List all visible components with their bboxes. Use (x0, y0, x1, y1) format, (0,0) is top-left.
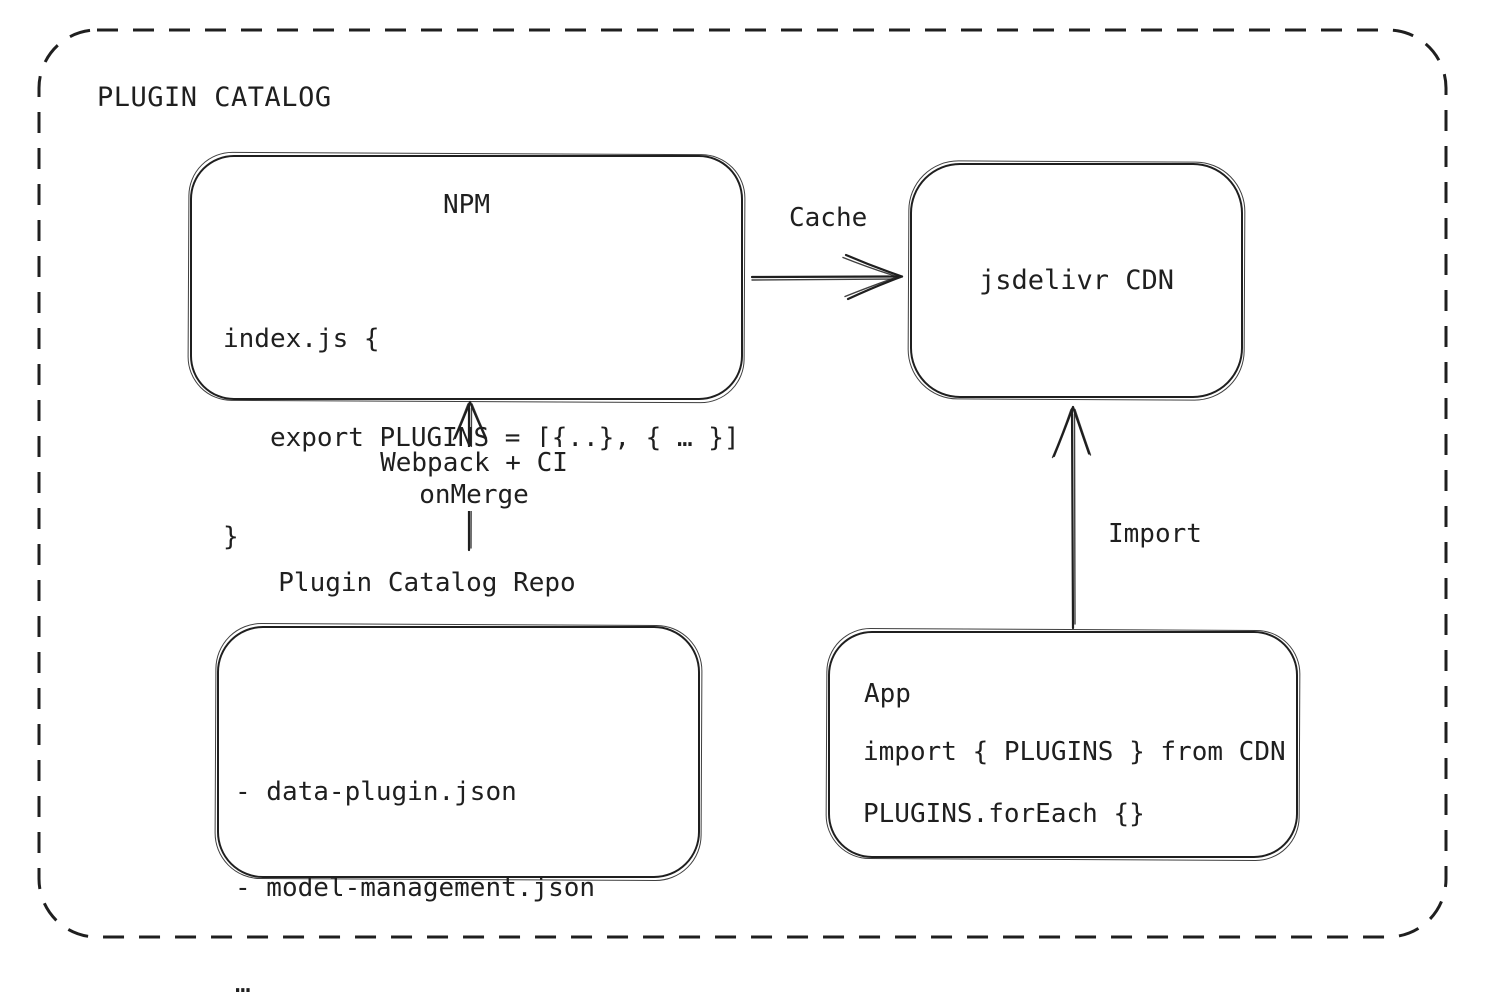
repo-file-item: … (235, 969, 251, 999)
webpack-label-line: Webpack + CI (380, 448, 568, 478)
node-jsdelivr-cdn: jsdelivr CDN (910, 163, 1243, 398)
webpack-label-line: onMerge (419, 480, 529, 510)
app-title: App (864, 679, 911, 709)
edge-label-import: Import (1108, 518, 1202, 550)
npm-title: NPM (443, 190, 490, 220)
node-npm: NPM index.js { export PLUGINS = [{..}, {… (190, 155, 743, 552)
import-arrow (1051, 405, 1092, 630)
repo-title: Plugin Catalog Repo (278, 568, 576, 598)
dashed-border-rect (37, 28, 1448, 939)
cache-arrow (750, 253, 904, 301)
edge-label-cache: Cache (789, 202, 868, 234)
node-app: App import { PLUGINS } from CDN PLUGINS.… (828, 631, 1298, 858)
node-plugin-catalog-repo: - data-plugin.json - model-management.js… (217, 626, 700, 999)
app-code-line: PLUGINS.forEach {} (863, 799, 1145, 829)
cdn-label: jsdelivr CDN (978, 265, 1175, 296)
diagram-title: PLUGIN CATALOG (97, 82, 332, 113)
repo-file-item: - model-management.json (235, 873, 596, 903)
edge-label-webpack-ci: Webpack + CI onMerge (352, 447, 596, 511)
repo-file-item: - data-plugin.json (235, 777, 517, 807)
repo-file-list: - data-plugin.json - model-management.js… (219, 628, 698, 1002)
npm-code-line: } (223, 522, 239, 552)
app-code-line: import { PLUGINS } from CDN (863, 737, 1286, 767)
npm-code-line: index.js { (223, 324, 380, 354)
